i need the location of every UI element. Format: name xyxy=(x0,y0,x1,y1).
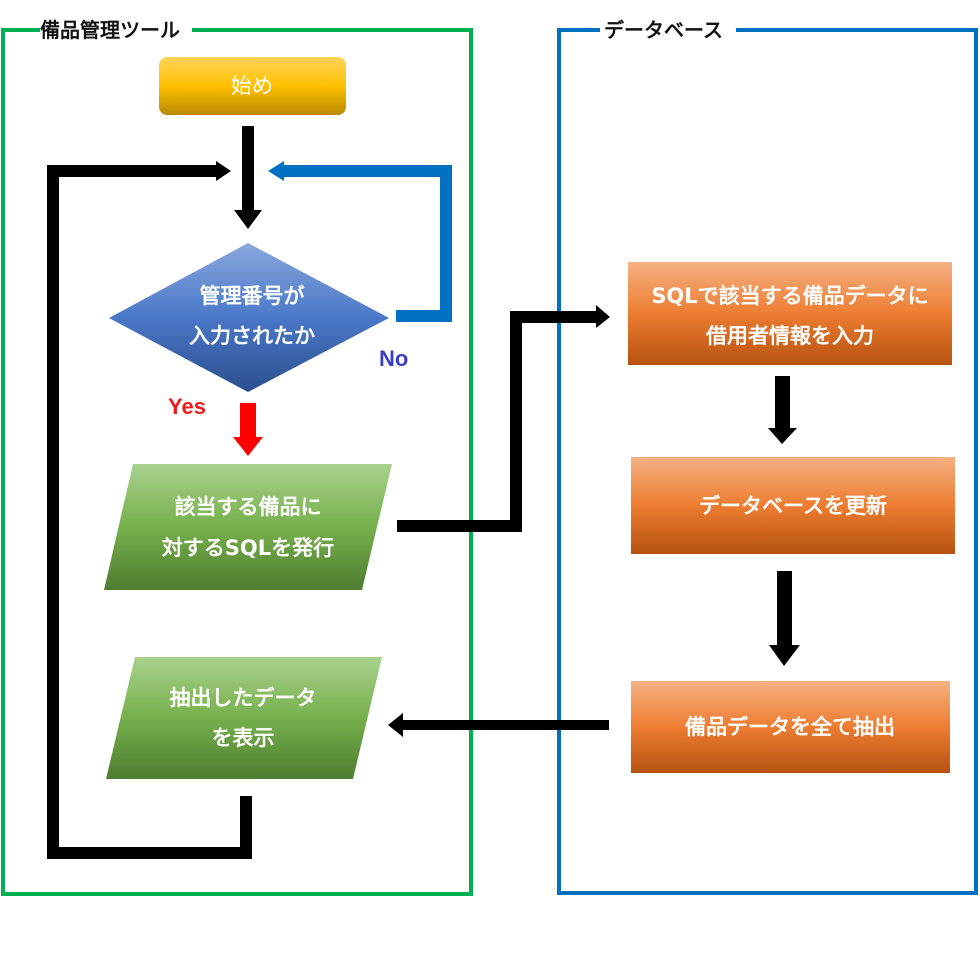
node-decision-line-2: 入力されたか xyxy=(189,324,315,348)
arrow-sql-to-db xyxy=(397,305,610,532)
frame-database: データベース xyxy=(557,18,978,895)
node-db-extract-label: 備品データを全て抽出 xyxy=(685,715,895,739)
branch-no-label: No xyxy=(379,346,408,371)
node-db-update[interactable]: データベースを更新 xyxy=(631,457,955,554)
frame-tool: 備品管理ツール xyxy=(1,18,473,896)
node-db-update-label: データベースを更新 xyxy=(699,494,887,518)
node-issue-sql[interactable]: 該当する備品に 対するSQLを発行 xyxy=(104,464,392,590)
node-issue-sql-line-1: 該当する備品に xyxy=(175,495,322,519)
node-issue-sql-line-2: 対するSQLを発行 xyxy=(162,536,334,560)
arrow-yes xyxy=(233,403,263,456)
node-db-input-line-1: SQLで該当する備品データに xyxy=(651,284,928,308)
node-display-line-2: を表示 xyxy=(212,726,275,750)
arrow-extract-to-display xyxy=(388,713,609,737)
node-db-extract[interactable]: 備品データを全て抽出 xyxy=(631,681,950,773)
node-db-input-line-2: 借用者情報を入力 xyxy=(705,324,874,348)
branch-yes-label: Yes xyxy=(168,394,206,419)
arrow-update-to-extract xyxy=(769,571,800,666)
arrow-start-to-decision xyxy=(234,126,262,229)
arrow-no-loop xyxy=(268,161,452,322)
node-decision-line-1: 管理番号が xyxy=(200,284,305,308)
frame-database-title: データベース xyxy=(604,18,723,42)
node-decision[interactable]: 管理番号が 入力されたか xyxy=(109,243,389,392)
node-display-line-1: 抽出したデータ xyxy=(170,686,317,710)
node-display[interactable]: 抽出したデータ を表示 xyxy=(106,657,382,779)
arrow-dbinput-to-update xyxy=(768,376,797,444)
node-start[interactable]: 始め xyxy=(159,57,346,115)
node-start-label: 始め xyxy=(231,74,273,98)
arrow-loop-return xyxy=(47,161,252,859)
node-db-input[interactable]: SQLで該当する備品データに 借用者情報を入力 xyxy=(628,262,952,365)
frame-tool-title: 備品管理ツール xyxy=(40,18,180,42)
